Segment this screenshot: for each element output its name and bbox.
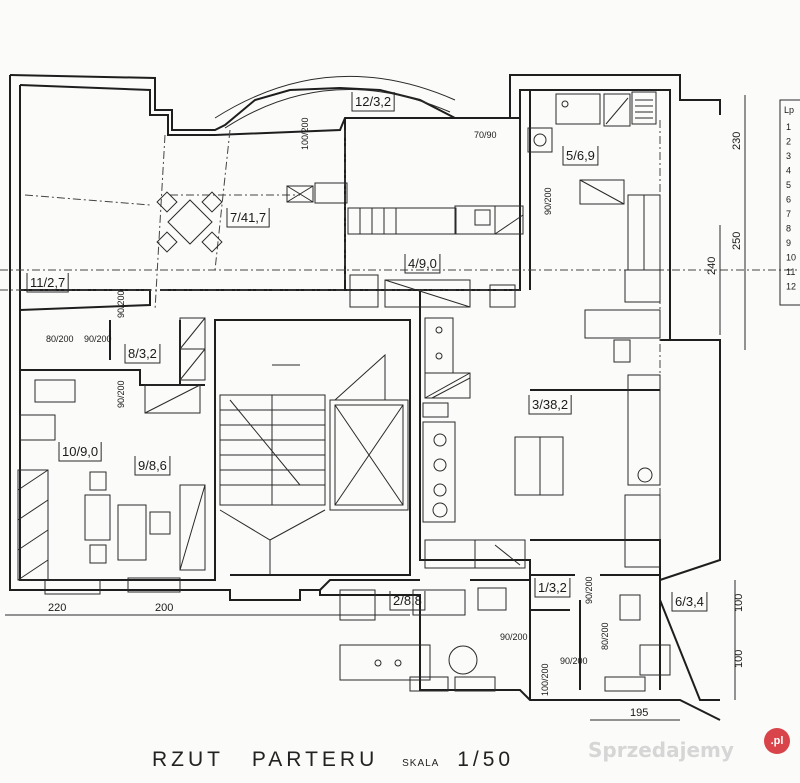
room-label-5: 5/6,9 <box>566 148 595 163</box>
legend-table <box>779 99 800 306</box>
room-label-9: 9/8,6 <box>138 458 167 473</box>
title-word-parteru: PARTERU <box>251 748 379 771</box>
room-label-frame <box>58 442 102 462</box>
legend-table-row: 2 <box>786 137 791 147</box>
legend-table-row: 8 <box>786 224 791 234</box>
room-label-frame <box>124 344 161 364</box>
room-label-frame <box>389 591 426 611</box>
room-label-7: 7/41,7 <box>230 210 266 225</box>
legend-table-row: 3 <box>786 151 791 161</box>
legend-table-row: 10 <box>786 253 796 263</box>
door-label: 80/200 <box>46 334 74 344</box>
legend-table-row: 6 <box>786 195 791 205</box>
room-label-12: 12/3,2 <box>355 94 391 109</box>
room-label-6: 6/3,4 <box>675 594 704 609</box>
dimension-230: 230 <box>731 132 743 150</box>
legend-table-row: 9 <box>786 238 791 248</box>
door-label: 90/200 <box>543 187 553 215</box>
dimension-195: 195 <box>630 707 648 719</box>
dimension-250: 250 <box>731 232 743 250</box>
room-label-frame <box>26 273 69 293</box>
legend-table-row: 12 <box>786 282 796 292</box>
drawing-title: RZUT PARTERU SKALA 1/50 <box>152 748 514 772</box>
legend-table-row: 1 <box>786 122 791 132</box>
room-label-frame <box>562 146 599 166</box>
title-word-rzut: RZUT <box>152 748 224 771</box>
legend-table-row: 4 <box>786 166 791 176</box>
axis-lines <box>0 120 800 560</box>
room-label-frame <box>671 592 708 612</box>
door-label: 80/200 <box>600 622 610 650</box>
furniture <box>17 91 671 692</box>
room-label-frame <box>534 578 571 598</box>
door-label: 90/200 <box>584 576 594 604</box>
dimension-200: 200 <box>155 602 173 614</box>
room-label-frame <box>528 395 572 415</box>
room-label-2: 2/8,8 <box>393 593 422 608</box>
door-label: 70/90 <box>474 130 497 140</box>
room-label-frame <box>134 456 171 476</box>
door-label: 90/200 <box>500 632 528 642</box>
legend-table-header: Lp <box>784 105 794 115</box>
staircase <box>219 353 409 575</box>
door-label: 100/200 <box>540 663 550 696</box>
room-label-4: 4/9,0 <box>408 256 437 271</box>
room-label-8: 8/3,2 <box>128 346 157 361</box>
watermark-badge: .pl <box>764 728 790 754</box>
legend-table-row: 5 <box>786 180 791 190</box>
outer-walls <box>9 74 721 721</box>
dimension-100: 100 <box>733 650 745 668</box>
arc-window <box>214 75 456 129</box>
room-label-1: 1/3,2 <box>538 580 567 595</box>
watermark-logo: Sprzedajemy <box>588 738 734 762</box>
room-label-frame <box>404 254 441 274</box>
door-label: 90/200 <box>84 334 112 344</box>
door-label: 100/200 <box>300 117 310 150</box>
legend-table-row: 7 <box>786 209 791 219</box>
dimension-220: 220 <box>48 602 66 614</box>
room-label-frame <box>226 208 270 228</box>
room-label-frame <box>351 92 395 112</box>
room-label-10: 10/9,0 <box>62 444 98 459</box>
room-label-3: 3/38,2 <box>532 397 568 412</box>
dimension-lines <box>5 95 746 721</box>
dimension-100: 100 <box>733 594 745 612</box>
door-label: 90/200 <box>116 380 126 408</box>
scale-value: 1/50 <box>457 748 515 771</box>
door-label: 90/200 <box>560 656 588 666</box>
dimension-240: 240 <box>706 257 718 275</box>
scale-label: SKALA <box>402 758 440 769</box>
room-label-11: 11/2,7 <box>30 275 65 290</box>
legend-table-row: 11 <box>786 267 795 277</box>
door-label: 90/200 <box>116 290 126 318</box>
